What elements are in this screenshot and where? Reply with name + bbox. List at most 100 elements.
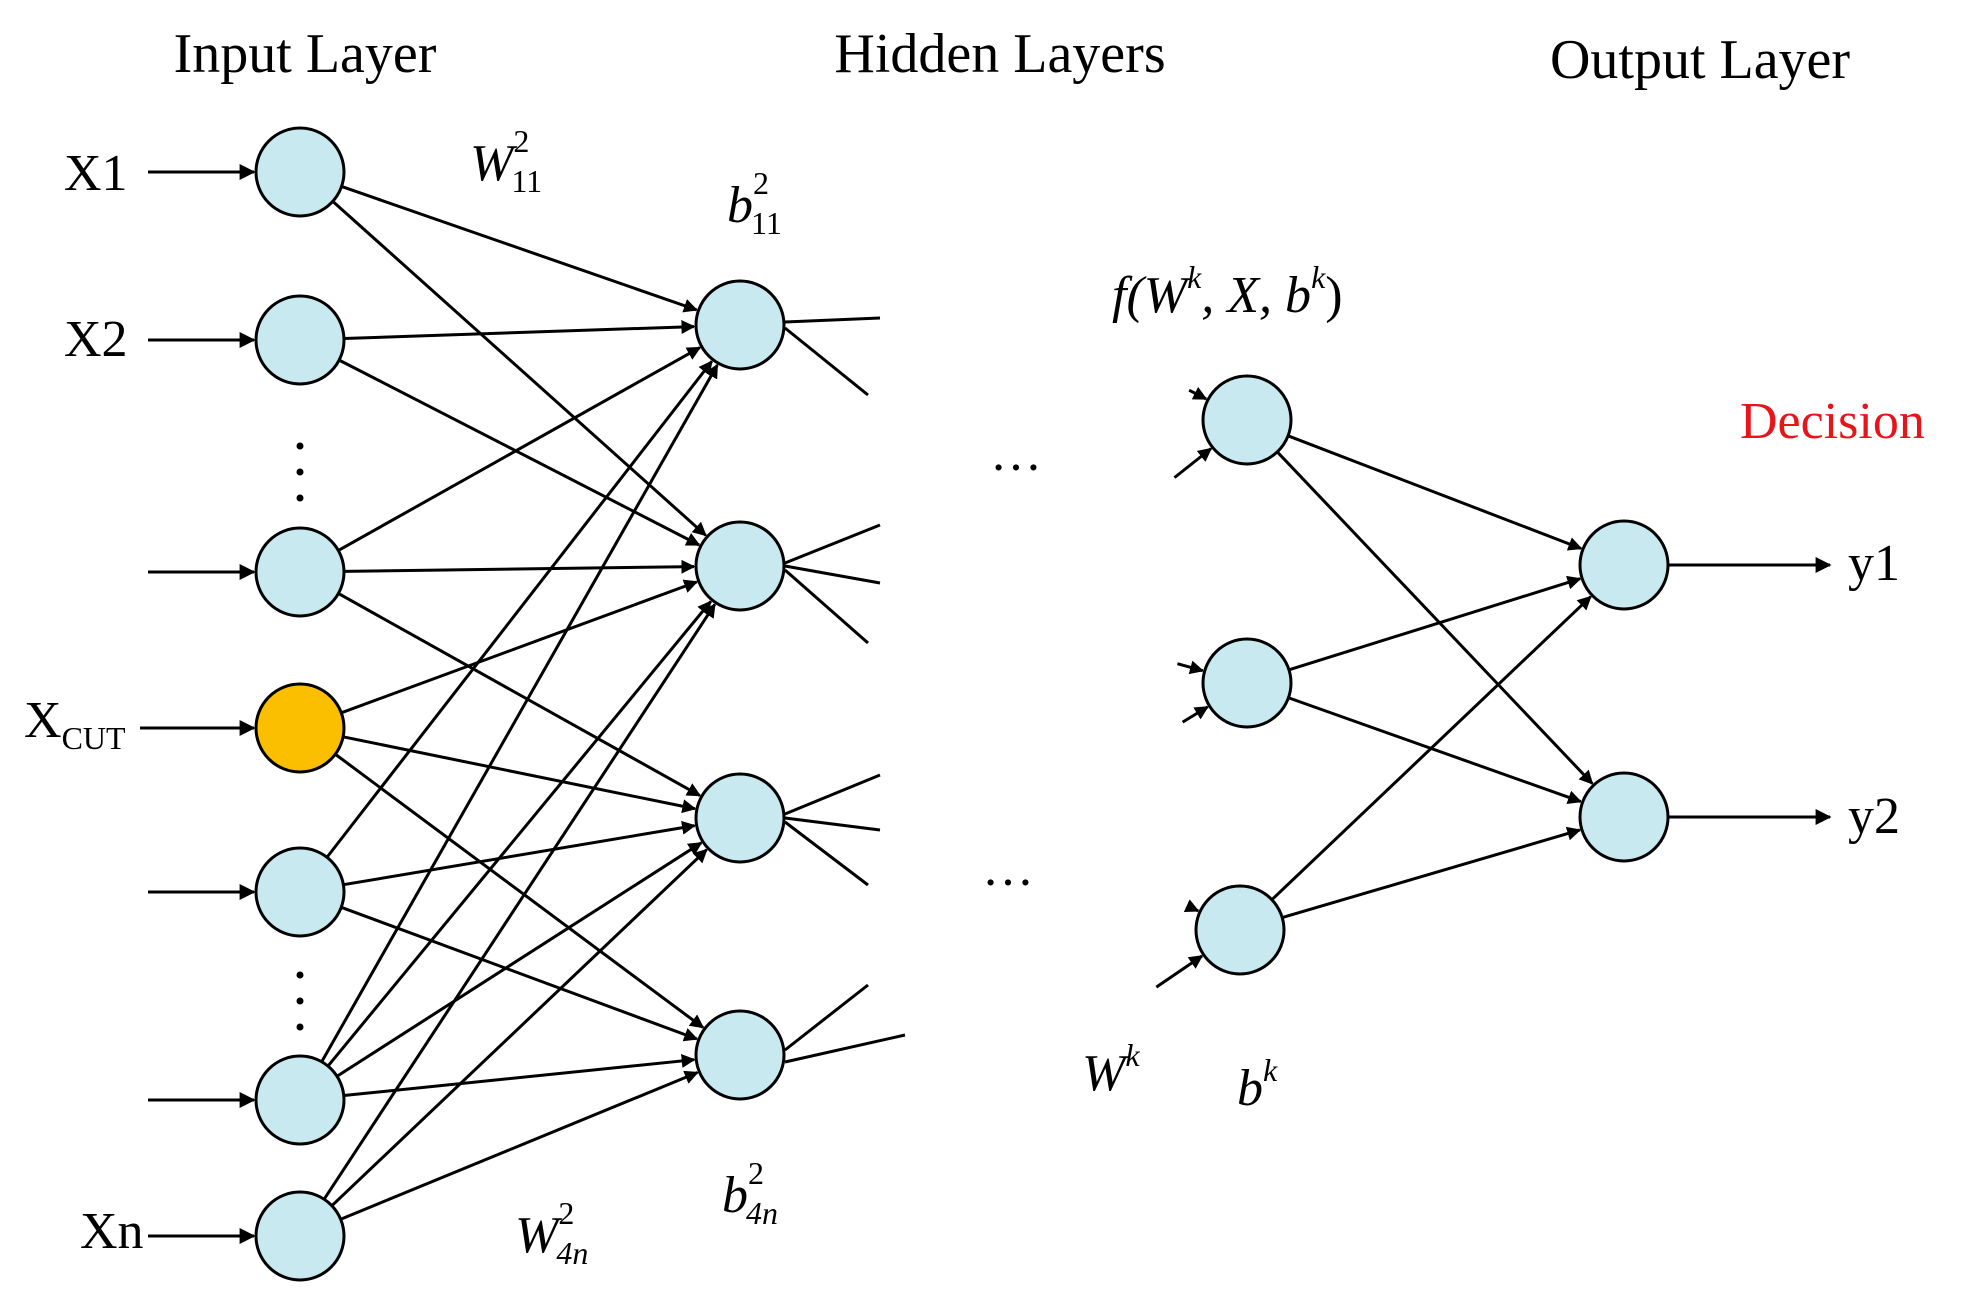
weight-label-wk-base: W	[1082, 1045, 1130, 1102]
weight-label-w4n-sup: 2	[558, 1195, 574, 1231]
edge-input3-hidden1	[337, 346, 702, 552]
activation-f-k1: k	[1187, 259, 1202, 295]
stub-edge-1	[784, 316, 881, 324]
bias-label-b4n-sup: 2	[748, 1155, 764, 1191]
stub-edge-8	[784, 820, 869, 887]
weight-label-w11-sup: 2	[513, 123, 529, 159]
input-node-x1	[254, 126, 346, 218]
edges-k-to-output	[1270, 434, 1594, 920]
hidden-ellipsis-bottom: …	[982, 840, 1034, 897]
stub-edge-4	[784, 564, 881, 585]
incoming-edge-k1-1	[1188, 386, 1208, 401]
activation-f-close: )	[1325, 267, 1342, 324]
network-nodes	[254, 126, 1670, 1282]
edge-input4-hidden4	[334, 753, 705, 1029]
hidden-node-2	[694, 520, 786, 612]
edge-input3-hidden2	[343, 559, 696, 574]
edge-input4-hidden2	[340, 579, 699, 715]
edge-k1-output1	[1287, 434, 1583, 551]
input-vertical-ellipsis-bottom	[296, 971, 304, 1031]
hidden-ellipsis-top: …	[990, 425, 1042, 482]
input-vertical-ellipsis-top	[296, 442, 304, 502]
hidden-node-1	[694, 279, 786, 371]
hidden-node-3	[694, 772, 786, 864]
edge-k1-output2	[1276, 450, 1594, 785]
bias-label-b11-sup: 2	[753, 165, 769, 201]
output-node-y2	[1578, 771, 1670, 863]
incoming-edge-k2-1	[1177, 660, 1205, 675]
edge-input6-hidden4	[343, 1053, 696, 1098]
hidden-k-node-3	[1194, 884, 1286, 976]
hidden-layers-title: Hidden Layers	[834, 23, 1165, 85]
activation-function-label: f(Wk, X, bk)	[1112, 259, 1343, 324]
bias-label-b4n-sub: 4n	[746, 1195, 778, 1231]
weight-label-wk: Wk	[1082, 1037, 1140, 1102]
weight-label-w4n: W2 4n	[515, 1195, 588, 1271]
output-label-y1: y1	[1848, 535, 1900, 592]
input-label-xcut-sub: CUT	[62, 720, 126, 756]
incoming-edge-k1-2	[1173, 447, 1213, 479]
stub-edge-9	[784, 983, 869, 1052]
decision-label: Decision	[1740, 393, 1925, 450]
bias-label-b11-base: b	[727, 177, 753, 234]
weight-label-w4n-base: W	[515, 1207, 563, 1264]
stub-edge-6	[784, 773, 881, 816]
output-arrows	[1668, 557, 1832, 825]
input-layer-title: Input Layer	[174, 23, 437, 85]
bias-label-bk: bk	[1237, 1052, 1278, 1117]
incoming-edge-k3-2	[1155, 954, 1204, 989]
edge-input1-hidden2	[331, 200, 707, 537]
stub-edge-10	[784, 1033, 906, 1064]
bias-label-b11-sub: 11	[751, 205, 782, 241]
edge-input2-hidden1	[343, 320, 696, 341]
edge-input5-hidden1	[325, 360, 713, 859]
edge-k2-output2	[1287, 696, 1582, 804]
bias-label-bk-base: b	[1237, 1060, 1263, 1117]
input-label-xn: Xn	[80, 1203, 144, 1260]
input-node-x2	[254, 294, 346, 386]
input-node-xn	[254, 1190, 346, 1282]
stub-edge-7	[784, 816, 881, 832]
bias-label-b11: b2 11	[727, 165, 782, 241]
hidden-layer-stub-edges	[784, 316, 906, 1064]
output-layer-title: Output Layer	[1550, 29, 1850, 91]
bias-label-bk-sup: k	[1263, 1052, 1278, 1088]
input-label-x2: X2	[64, 311, 128, 368]
edge-k2-output1	[1288, 575, 1582, 672]
input-label-xcut-main: X	[24, 692, 62, 749]
incoming-edge-k2-2	[1181, 705, 1209, 724]
output-label-y2: y2	[1848, 788, 1900, 845]
hidden-node-4	[694, 1009, 786, 1101]
edge-input7-hidden4	[340, 1070, 699, 1221]
bias-label-b4n: b2 4n	[722, 1155, 778, 1231]
edge-input3-hidden3	[337, 592, 702, 797]
hidden-k-node-1	[1201, 374, 1293, 466]
output-node-y1	[1578, 519, 1670, 611]
input-node-5	[254, 846, 346, 938]
input-node-xcut	[254, 682, 346, 774]
edge-input7-hidden3	[330, 848, 708, 1207]
edge-input4-hidden3	[342, 735, 697, 814]
input-node-3	[254, 526, 346, 618]
input-label-x1: X1	[64, 145, 128, 202]
stub-edge-2	[784, 326, 869, 397]
edge-k3-output1	[1270, 595, 1592, 901]
incoming-edge-k3-1	[1183, 899, 1200, 913]
stub-edge-5	[784, 568, 869, 645]
edges-input-to-hidden	[320, 185, 719, 1221]
incoming-edges-layer-k	[1155, 386, 1213, 989]
activation-f-mid: , X, b	[1201, 267, 1311, 324]
weight-label-w4n-sub: 4n	[556, 1235, 588, 1271]
stub-edge-3	[784, 523, 881, 565]
edge-input1-hidden1	[341, 185, 698, 313]
hidden-k-node-2	[1201, 637, 1293, 729]
edge-k3-output2	[1281, 826, 1582, 920]
edge-input2-hidden2	[338, 358, 701, 547]
bias-label-b4n-base: b	[722, 1167, 748, 1224]
edge-input7-hidden2	[322, 603, 717, 1201]
activation-f-open: f(W	[1112, 267, 1192, 324]
weight-label-w11-sub: 11	[511, 163, 542, 199]
edge-input6-hidden2	[326, 600, 712, 1067]
weight-label-w11-base: W	[470, 135, 518, 192]
